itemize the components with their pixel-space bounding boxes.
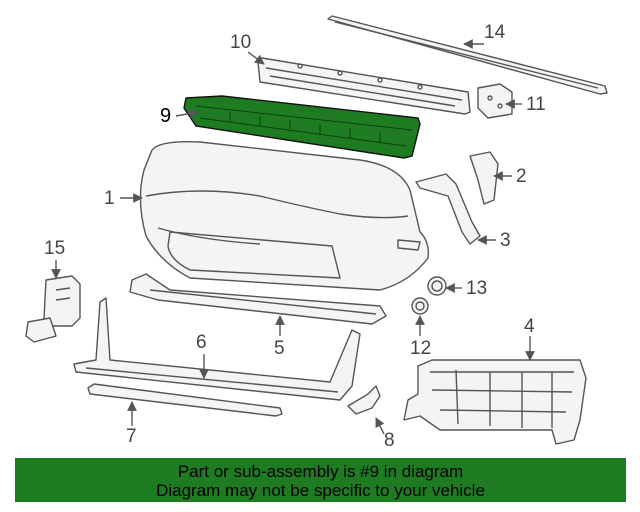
notice-banner: Part or sub-assembly is #9 in diagram Di… — [15, 458, 626, 502]
part-2-bracket[interactable] — [469, 151, 499, 205]
part-14-strip[interactable] — [327, 15, 608, 95]
callout-1: 1 — [104, 188, 115, 209]
callout-11: 11 — [526, 94, 546, 115]
callout-5: 5 — [274, 338, 285, 359]
callout-9: 9 — [160, 105, 171, 127]
part-15-sensor[interactable] — [25, 275, 81, 343]
parts-diagram: 14 10 11 9 1 2 3 13 12 15 5 6 7 8 4 — [25, 15, 608, 451]
callout-3: 3 — [500, 230, 511, 251]
part-11-bracket[interactable] — [477, 83, 513, 119]
callout-10: 10 — [230, 32, 251, 53]
callout-7: 7 — [126, 426, 137, 447]
callout-4: 4 — [524, 316, 535, 337]
leader-lines — [51, 39, 535, 435]
part-4-carrier[interactable] — [403, 359, 587, 445]
banner-line-2: Diagram may not be specific to your vehi… — [156, 481, 485, 500]
part-7-strip[interactable] — [87, 383, 283, 417]
banner-line-1: Part or sub-assembly is #9 in diagram — [177, 462, 464, 481]
callout-12: 12 — [410, 338, 431, 359]
part-12-grommet[interactable] — [411, 297, 429, 315]
part-3-bracket[interactable] — [415, 173, 481, 245]
callout-14: 14 — [484, 22, 506, 43]
callout-6: 6 — [196, 332, 207, 353]
callout-8: 8 — [384, 430, 395, 451]
callout-15: 15 — [44, 238, 65, 259]
callout-2: 2 — [516, 166, 527, 187]
part-1-bumper-fascia[interactable] — [139, 140, 430, 291]
part-8-bracket[interactable] — [347, 385, 381, 415]
part-13-grommet[interactable] — [427, 276, 447, 296]
callout-13: 13 — [466, 278, 487, 299]
part-5-lower-trim[interactable] — [129, 273, 387, 325]
part-6-valance[interactable] — [73, 297, 361, 401]
